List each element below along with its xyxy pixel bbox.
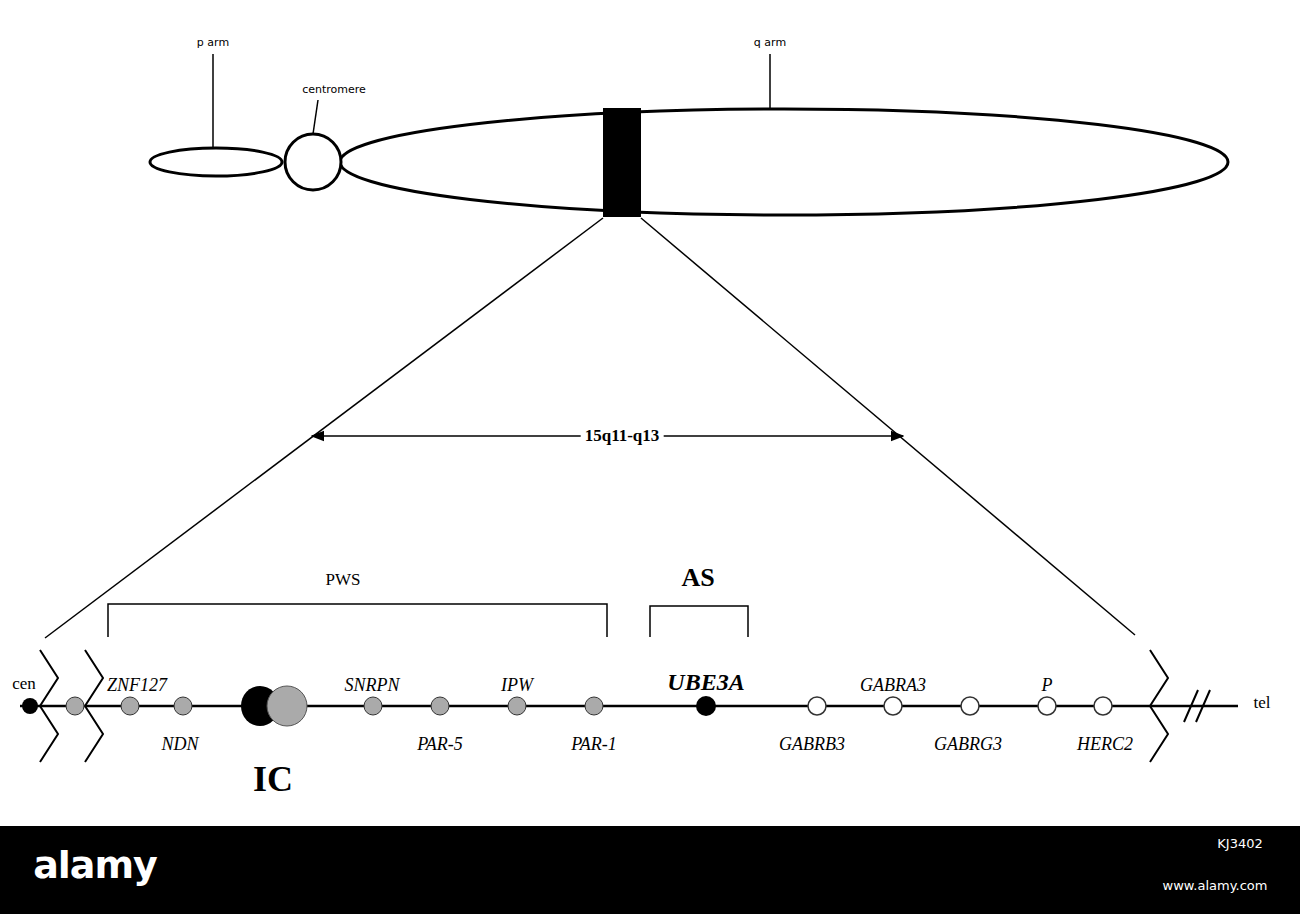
gene-label: HERC2 — [1077, 735, 1133, 755]
gene-dot — [961, 697, 979, 715]
gene-dot — [1038, 697, 1056, 715]
gene-label: PAR-5 — [417, 735, 463, 755]
break-mark — [1184, 690, 1210, 722]
gene-label: SNRPN — [344, 676, 399, 696]
end-label: tel — [1254, 694, 1271, 713]
gene-label: P — [1042, 676, 1053, 696]
centromere-shape — [285, 134, 341, 190]
band-15q11-q13 — [603, 108, 641, 217]
gene-dot — [884, 697, 902, 715]
gene-label: IPW — [501, 676, 533, 696]
ic-label: IC — [253, 760, 293, 800]
gene-dot — [66, 697, 84, 715]
as-bracket — [650, 606, 748, 637]
watermark-bar — [0, 826, 1300, 914]
gene-dot — [696, 696, 716, 716]
break-mark — [40, 650, 58, 762]
gene-dot — [585, 697, 603, 715]
watermark-logo: alamy — [33, 845, 157, 887]
watermark-id: KJ3402 — [1217, 837, 1262, 851]
gene-dot — [508, 697, 526, 715]
gene-dot — [808, 697, 826, 715]
region-label: 15q11-q13 — [581, 427, 664, 446]
arm-label: q arm — [754, 37, 786, 49]
break-mark — [1150, 650, 1168, 762]
centromere-dot — [22, 698, 38, 714]
gene-label: PAR-1 — [571, 735, 617, 755]
gene-label: GABRA3 — [860, 676, 926, 696]
gene-dot — [364, 697, 382, 715]
gene-label: ZNF127 — [107, 676, 167, 696]
gene-dot — [174, 697, 192, 715]
gene-label: NDN — [161, 735, 198, 755]
arm-label: p arm — [197, 37, 229, 49]
gene-dot — [121, 697, 139, 715]
gene-dot — [1094, 697, 1112, 715]
syndrome-label: AS — [681, 564, 714, 593]
zoom-line — [641, 218, 1135, 635]
gene-dot — [431, 697, 449, 715]
gene-label: UBE3A — [667, 669, 744, 695]
break-mark — [85, 650, 103, 762]
zoom-line — [45, 218, 603, 638]
p-arm-shape — [150, 148, 282, 176]
gene-label: GABRB3 — [779, 735, 845, 755]
end-label: cen — [12, 675, 36, 694]
q-arm-shape — [340, 109, 1228, 215]
gene-label: GABRG3 — [934, 735, 1002, 755]
arm-label: centromere — [302, 84, 366, 96]
leader-line — [313, 100, 318, 134]
ic-mark — [267, 686, 307, 726]
watermark-url: www.alamy.com — [1163, 879, 1268, 893]
leader-line — [769, 54, 771, 109]
pws-bracket — [108, 604, 607, 637]
leader-line — [212, 54, 214, 148]
syndrome-label: PWS — [326, 571, 361, 590]
